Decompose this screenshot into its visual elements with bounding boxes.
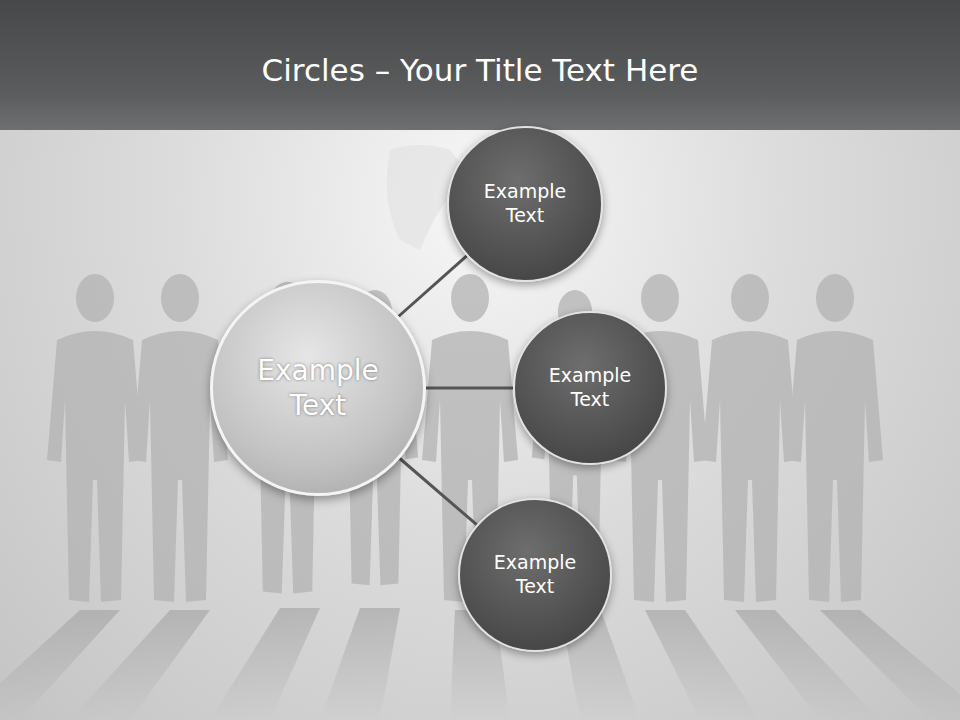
circle-label: Example Text [481, 551, 588, 599]
main-circle: Example Text [210, 280, 426, 496]
circle-label: Example Text [245, 353, 391, 423]
connector-line [400, 459, 477, 525]
circle-label: Example Text [471, 180, 580, 228]
satellite-circle: Example Text [513, 311, 667, 465]
connector-line [399, 256, 467, 316]
slide-title: Circles – Your Title Text Here [0, 52, 960, 88]
circle-label: Example Text [536, 364, 643, 412]
connector-line [426, 388, 513, 389]
satellite-circle: Example Text [447, 126, 603, 282]
satellite-circle: Example Text [458, 498, 612, 652]
